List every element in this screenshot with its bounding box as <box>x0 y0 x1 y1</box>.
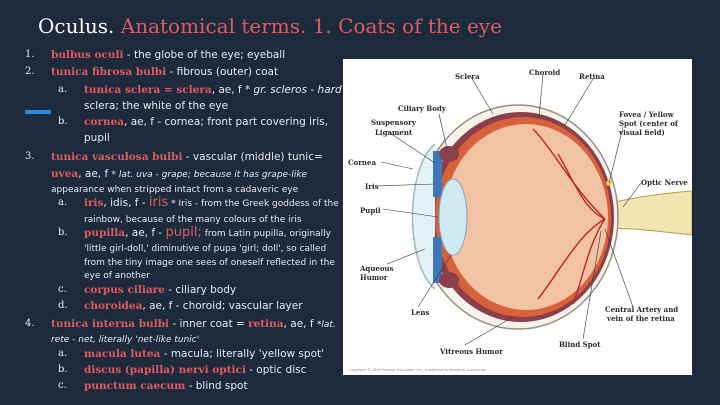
accent-underline <box>25 110 51 114</box>
copyright-text: Copyright © 2006 Pearson Education, Inc.… <box>349 368 486 372</box>
label-pupil: Pupil <box>360 206 381 215</box>
label-central-2: vein of the retina <box>606 314 675 323</box>
iris-upper <box>433 151 442 197</box>
label-ligament: Ligament <box>375 128 413 137</box>
label-fovea-1: Fovea / Yellow <box>619 110 675 119</box>
iris-lower <box>433 237 442 283</box>
label-central-1: Central Artery and <box>605 305 678 314</box>
cornea-shape <box>411 143 436 290</box>
vitreous-shape <box>444 124 608 310</box>
label-aqueous-2: Humor <box>360 273 388 282</box>
label-optic-nerve: Optic Nerve <box>641 178 688 187</box>
label-cornea: Cornea <box>348 158 376 167</box>
label-sclera: Sclera <box>455 72 480 81</box>
label-ciliary-body: Ciliary Body <box>398 104 447 113</box>
ciliary-upper <box>439 146 459 162</box>
label-fovea-3: visual field) <box>618 128 665 137</box>
label-suspensory: Suspensory <box>371 118 417 127</box>
label-blind-spot: Blind Spot <box>559 340 601 349</box>
label-retina: Retina <box>579 72 605 81</box>
lens-shape <box>438 178 468 256</box>
label-vitreous: Vitreous Humor <box>439 347 503 356</box>
label-lens: Lens <box>411 308 429 317</box>
label-iris: Iris <box>365 182 379 191</box>
label-aqueous-1: Aqueous <box>359 264 394 273</box>
retinal-vessels <box>532 128 606 305</box>
title-main: Anatomical terms. 1. Coats of the eye <box>120 14 502 38</box>
leader-lines <box>376 74 642 346</box>
label-fovea-2: Spot (center of <box>619 119 679 128</box>
title-prefix: Oculus. <box>38 14 115 38</box>
ciliary-lower <box>439 272 459 288</box>
eye-diagram-svg: Sclera Choroid Retina Ciliary Body Suspe… <box>348 68 692 372</box>
label-choroid: Choroid <box>529 68 560 77</box>
eye-diagram: Sclera Choroid Retina Ciliary Body Suspe… <box>343 59 692 375</box>
page-title: Oculus. Anatomical terms. 1. Coats of th… <box>38 14 502 38</box>
